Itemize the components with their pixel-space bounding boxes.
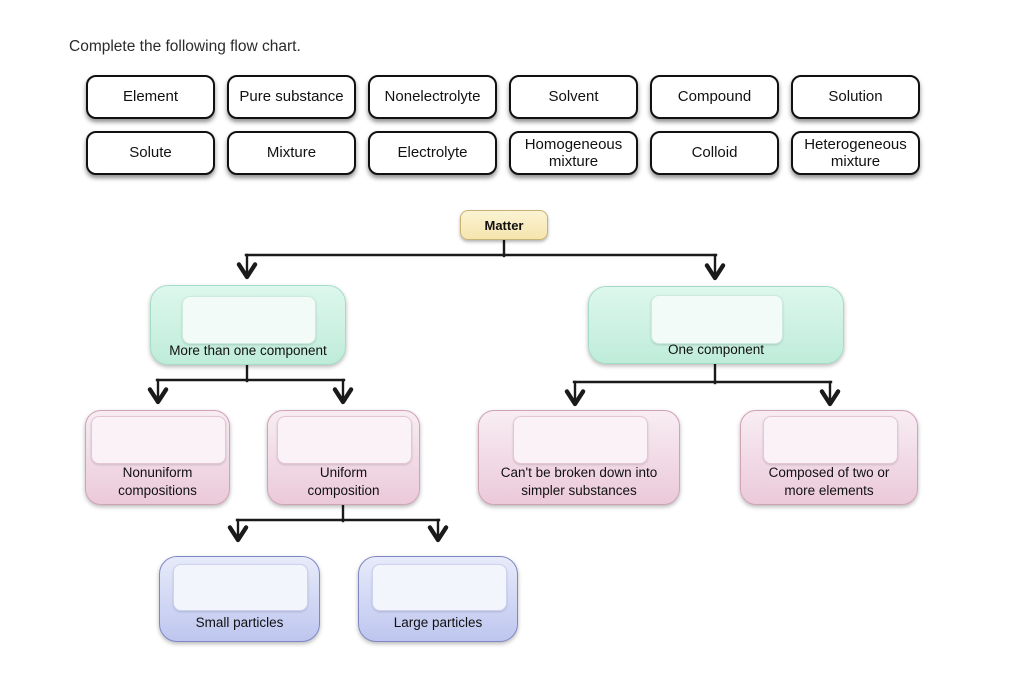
node-composed-of-two-or-more-elements: Composed of two or more elements bbox=[740, 410, 918, 505]
node-matter: Matter bbox=[460, 210, 548, 240]
node-cant-be-broken-down: Can't be broken down into simpler substa… bbox=[478, 410, 680, 505]
node-uniform-composition: Uniform composition bbox=[267, 410, 420, 505]
word-bank-row-2: Solute Mixture Electrolyte Homogeneous m… bbox=[86, 131, 920, 175]
node-nonuniform-compositions: Nonuniform compositions bbox=[85, 410, 230, 505]
drop-zone-nonuniform-compositions[interactable] bbox=[91, 416, 226, 464]
word-tile-colloid[interactable]: Colloid bbox=[650, 131, 779, 175]
node-caption: One component bbox=[667, 341, 765, 357]
node-matter-label: Matter bbox=[484, 217, 524, 233]
word-tile-compound[interactable]: Compound bbox=[650, 75, 779, 119]
node-more-than-one-component: More than one component bbox=[150, 285, 346, 365]
node-small-particles: Small particles bbox=[159, 556, 320, 642]
word-tile-element[interactable]: Element bbox=[86, 75, 215, 119]
node-caption: Nonuniform compositions bbox=[118, 465, 197, 498]
node-large-particles: Large particles bbox=[358, 556, 518, 642]
drop-zone-more-than-one-component[interactable] bbox=[182, 296, 316, 344]
word-tile-heterogeneous-mixture[interactable]: Heterogeneous mixture bbox=[791, 131, 920, 175]
node-one-component: One component bbox=[588, 286, 844, 364]
word-tile-mixture[interactable]: Mixture bbox=[227, 131, 356, 175]
word-tile-solution[interactable]: Solution bbox=[791, 75, 920, 119]
word-tile-pure-substance[interactable]: Pure substance bbox=[227, 75, 356, 119]
drop-zone-composed-of-two-or-more-elements[interactable] bbox=[763, 416, 898, 464]
drop-zone-one-component[interactable] bbox=[651, 295, 783, 344]
node-caption: Small particles bbox=[195, 614, 284, 630]
drop-zone-cant-be-broken-down[interactable] bbox=[513, 416, 648, 464]
node-caption: More than one component bbox=[169, 342, 327, 358]
page-title: Complete the following flow chart. bbox=[69, 38, 301, 55]
node-caption: Composed of two or more elements bbox=[768, 465, 890, 498]
node-caption: Can't be broken down into simpler substa… bbox=[500, 465, 658, 498]
word-tile-nonelectrolyte[interactable]: Nonelectrolyte bbox=[368, 75, 497, 119]
word-tile-homogeneous-mixture[interactable]: Homogeneous mixture bbox=[509, 131, 638, 175]
node-caption: Large particles bbox=[393, 614, 483, 630]
drop-zone-large-particles[interactable] bbox=[372, 564, 507, 611]
word-tile-solute[interactable]: Solute bbox=[86, 131, 215, 175]
word-tile-solvent[interactable]: Solvent bbox=[509, 75, 638, 119]
word-tile-electrolyte[interactable]: Electrolyte bbox=[368, 131, 497, 175]
node-caption: Uniform composition bbox=[307, 465, 380, 498]
drop-zone-uniform-composition[interactable] bbox=[277, 416, 412, 464]
word-bank-row-1: Element Pure substance Nonelectrolyte So… bbox=[86, 75, 920, 119]
drop-zone-small-particles[interactable] bbox=[173, 564, 308, 611]
